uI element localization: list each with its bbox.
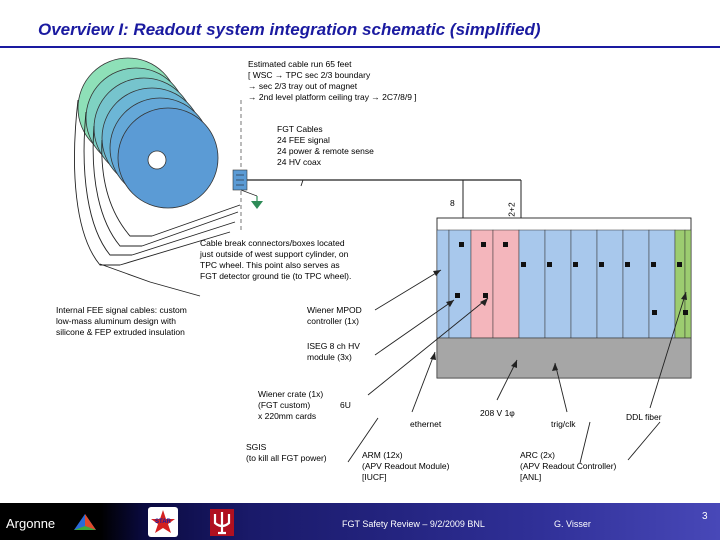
crate-slot-arc-2: [684, 229, 692, 339]
cable-run-line-4: → 2nd level platform ceiling tray → 2C7/…: [248, 92, 417, 102]
argonne-logo: Argonne: [6, 514, 126, 536]
wiener-crate-line-3: x 220mm cards: [258, 411, 317, 421]
fgt-cables-line-3: 24 power & remote sense: [277, 146, 374, 156]
cable-break-line-1: Cable break connectors/boxes located: [200, 238, 345, 248]
count-label-8: 8: [450, 198, 455, 208]
arm-line-3: [IUCF]: [362, 472, 387, 482]
arrow-heads: [430, 270, 687, 371]
internal-fee-line-1: Internal FEE signal cables: custom: [56, 305, 187, 315]
fgt-disk-hole: [147, 150, 167, 170]
ground-tie-icon: [240, 189, 263, 209]
cable-break-line-3: TPC wheel. This point also serves as: [200, 260, 340, 270]
crate-slot-mpod: [436, 229, 450, 339]
internal-fee-cables: [74, 99, 241, 297]
arm-label: ARM (12x) (APV Readout Module) [IUCF]: [362, 450, 449, 483]
cable-run-line-1: Estimated cable run 65 feet: [248, 59, 352, 69]
sgis-label: SGIS (to kill all FGT power): [246, 442, 327, 464]
power-208-label: 208 V 1φ: [480, 408, 515, 418]
arm-line-2: (APV Readout Module): [362, 461, 450, 471]
slot-connectors: [455, 242, 688, 315]
sgis-line-2: (to kill all FGT power): [246, 453, 327, 463]
cable-break-note: Cable break connectors/boxes located jus…: [200, 238, 351, 282]
internal-fee-line-3: silicone & FEP extruded insulation: [56, 327, 185, 337]
footer-author: G. Visser: [554, 519, 591, 529]
cable-run-line-2: [ WSC → TPC sec 2/3 boundary: [248, 70, 371, 80]
fgt-cables-line-1: FGT Cables: [277, 124, 323, 134]
star-icon: [151, 510, 175, 533]
crate-slot-arm-4: [570, 229, 598, 339]
iseg-label: ISEG 8 ch HV module (3x): [307, 341, 360, 363]
footer-review: FGT Safety Review – 9/2/2009 BNL: [342, 519, 485, 529]
internal-fee-note: Internal FEE signal cables: custom low-m…: [56, 305, 187, 338]
wiener-mpod-label: Wiener MPOD controller (1x): [307, 305, 362, 327]
fgt-cables-note: FGT Cables 24 FEE signal 24 power & remo…: [277, 124, 374, 168]
star-logo: STAR: [148, 507, 178, 537]
argonne-triangle-icon: [74, 514, 96, 530]
wiener-crate: [436, 217, 692, 379]
arc-label: ARC (2x) (APV Readout Controller) [ANL]: [520, 450, 616, 483]
arc-line-1: ARC (2x): [520, 450, 555, 460]
crate-6u-label: 6U: [340, 400, 351, 410]
crate-slot-arm-6: [622, 229, 650, 339]
count-label-2plus2: 2+2: [506, 202, 517, 217]
fgt-cables-line-4: 24 HV coax: [277, 157, 321, 167]
crate-power-supply: [436, 337, 692, 379]
crate-slot-arm-2: [518, 229, 546, 339]
iu-logo: [210, 509, 234, 536]
cable-break-line-2: just outside of west support cylinder, o…: [200, 249, 349, 259]
page-title: Overview I: Readout system integration s…: [38, 20, 541, 39]
crate-slot-arm-3: [544, 229, 572, 339]
footer-page-number: 3: [702, 511, 708, 522]
cable-run-note: Estimated cable run 65 feet [ WSC → TPC …: [248, 59, 417, 103]
wiener-mpod-line-2: controller (1x): [307, 316, 359, 326]
wiener-crate-line-2: (FGT custom): [258, 400, 311, 410]
iseg-line-1: ISEG 8 ch HV: [307, 341, 360, 351]
internal-fee-line-2: low-mass aluminum design with: [56, 316, 176, 326]
star-logo-text: STAR: [155, 519, 171, 525]
arc-line-2: (APV Readout Controller): [520, 461, 617, 471]
fgt-cables-line-2: 24 FEE signal: [277, 135, 330, 145]
crate-slot-arm-7: [648, 229, 676, 339]
crate-slot-arm-5: [596, 229, 624, 339]
argonne-logo-text: Argonne: [6, 516, 56, 531]
iu-trident-icon: [213, 512, 231, 535]
cable-break-line-4: FGT detector ground tie (to TPC wheel).: [200, 271, 352, 281]
ethernet-label: ethernet: [410, 419, 442, 429]
arc-line-3: [ANL]: [520, 472, 542, 482]
fgt-disk-1: [117, 107, 219, 209]
wiener-crate-line-1: Wiener crate (1x): [258, 389, 324, 399]
trig-clk-label: trig/clk: [551, 419, 576, 429]
cable-run-line-3: → sec 2/3 tray out of magnet: [248, 81, 358, 91]
ddl-fiber-label: DDL fiber: [626, 412, 662, 422]
iseg-line-2: module (3x): [307, 352, 352, 362]
sgis-line-1: SGIS: [246, 442, 267, 452]
wiener-crate-label: Wiener crate (1x) (FGT custom) x 220mm c…: [258, 389, 323, 422]
arm-line-1: ARM (12x): [362, 450, 403, 460]
crate-slot-arm-1: [492, 229, 520, 339]
fgt-disk-stack: [77, 57, 219, 209]
wiener-mpod-line-1: Wiener MPOD: [307, 305, 362, 315]
footer-bar: Argonne STAR FGT Safety Review – 9/2/200…: [0, 503, 720, 540]
leader-lines: [347, 269, 687, 464]
title-underline: [0, 46, 720, 48]
